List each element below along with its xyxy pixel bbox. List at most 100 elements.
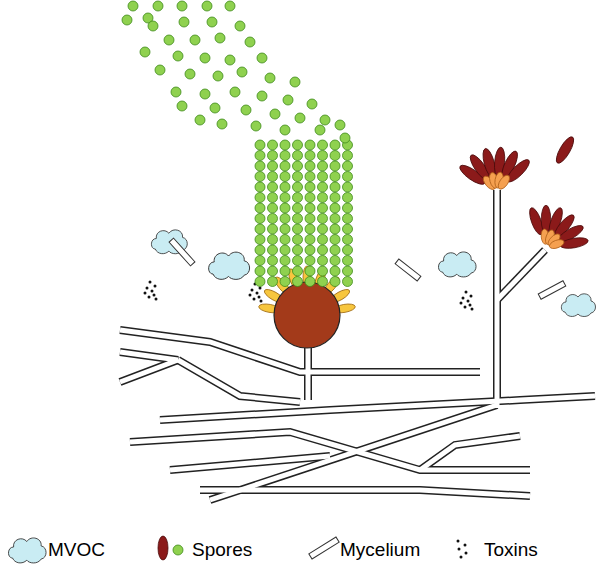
spore xyxy=(257,91,267,101)
spore xyxy=(330,256,340,266)
spore xyxy=(255,256,265,266)
spore xyxy=(280,193,290,203)
toxin-dot xyxy=(249,294,252,297)
spore xyxy=(177,101,187,111)
spore xyxy=(335,120,345,130)
spore xyxy=(553,135,577,166)
spore xyxy=(330,172,340,182)
toxin-dot xyxy=(467,300,470,303)
spore xyxy=(330,182,340,192)
spore xyxy=(280,277,290,287)
metula xyxy=(548,238,565,250)
spore xyxy=(318,266,328,276)
spore xyxy=(268,256,278,266)
spore xyxy=(255,182,265,192)
spore xyxy=(268,266,278,276)
spore xyxy=(330,214,340,224)
toxin-dot xyxy=(259,287,262,290)
spore xyxy=(268,182,278,192)
green-spores xyxy=(122,1,353,287)
spore xyxy=(237,67,247,77)
spore xyxy=(202,1,212,11)
toxin-dot xyxy=(258,296,261,299)
metula xyxy=(496,173,512,191)
spore xyxy=(293,203,303,213)
spore xyxy=(195,115,205,125)
spore xyxy=(318,245,328,255)
spore xyxy=(330,140,340,150)
spore xyxy=(255,203,265,213)
spore xyxy=(164,35,174,45)
spore xyxy=(268,224,278,234)
spore xyxy=(283,95,293,105)
legend-label: Spores xyxy=(192,540,252,559)
legend-toxin-icon xyxy=(457,540,468,559)
spore xyxy=(280,224,290,234)
spore xyxy=(305,193,315,203)
spore xyxy=(293,214,303,224)
legend-mycelium-icon xyxy=(309,537,339,559)
spore xyxy=(255,214,265,224)
spore xyxy=(171,87,181,97)
spore xyxy=(330,235,340,245)
spore xyxy=(280,182,290,192)
spore xyxy=(318,256,328,266)
spore xyxy=(265,73,275,83)
spore xyxy=(343,266,353,276)
spore xyxy=(293,245,303,255)
spore xyxy=(305,235,315,245)
spore xyxy=(318,193,328,203)
spore xyxy=(343,277,353,287)
spore xyxy=(280,125,290,135)
penicillium-brush xyxy=(457,135,598,267)
spore xyxy=(305,224,315,234)
spore xyxy=(179,17,189,27)
spore xyxy=(225,55,235,65)
spore xyxy=(148,21,158,31)
spore xyxy=(268,151,278,161)
spore xyxy=(293,172,303,182)
legend-label: MVOC xyxy=(48,540,105,559)
spore xyxy=(235,21,245,31)
spore xyxy=(305,161,315,171)
spore xyxy=(255,277,265,287)
penicillus xyxy=(515,191,598,267)
spore xyxy=(251,121,261,131)
toxin-dot xyxy=(148,296,151,299)
spore xyxy=(155,65,165,75)
spore xyxy=(307,99,317,109)
spore xyxy=(270,109,280,119)
spore xyxy=(293,151,303,161)
legend-swatch xyxy=(5,534,49,566)
spore xyxy=(255,235,265,245)
spore xyxy=(318,224,328,234)
spore xyxy=(293,277,303,287)
spore xyxy=(210,103,220,113)
toxin-dot xyxy=(260,300,263,303)
spore xyxy=(268,203,278,213)
spore xyxy=(305,203,315,213)
spore xyxy=(318,140,328,150)
spore xyxy=(280,235,290,245)
toxin-dot xyxy=(149,281,152,284)
spore xyxy=(128,1,138,11)
spore xyxy=(215,33,225,43)
spore xyxy=(305,266,315,276)
legend-label: Mycelium xyxy=(340,540,420,559)
toxin-dot xyxy=(146,287,149,290)
spore xyxy=(330,151,340,161)
spore xyxy=(343,193,353,203)
toxin-dot xyxy=(460,302,463,305)
spore xyxy=(293,235,303,245)
vesicle xyxy=(274,282,340,348)
spore xyxy=(293,161,303,171)
spore xyxy=(255,172,265,182)
spore xyxy=(293,224,303,234)
spore xyxy=(280,214,290,224)
spore xyxy=(293,266,303,276)
spore xyxy=(268,235,278,245)
spore xyxy=(173,51,183,61)
spore xyxy=(318,277,328,287)
